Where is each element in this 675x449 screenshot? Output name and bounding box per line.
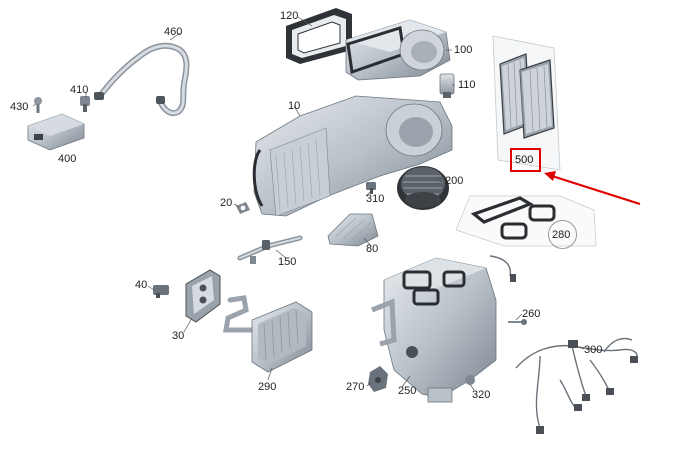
seal-30[interactable] [185, 269, 221, 323]
callout-ring-280 [548, 220, 577, 249]
flap-80[interactable] [327, 213, 379, 247]
callout-110[interactable]: 110 [458, 79, 476, 91]
wiring-harness-300[interactable] [489, 255, 638, 434]
heater-core-290[interactable] [223, 295, 313, 373]
cabin-filters-500[interactable] [492, 35, 561, 171]
callout-200[interactable]: 200 [445, 175, 464, 187]
sensor-310[interactable] [366, 182, 376, 194]
pipe-150[interactable] [237, 235, 303, 264]
callout-300[interactable]: 300 [584, 344, 603, 356]
connector-40[interactable] [153, 285, 169, 298]
highlight-box-500 [510, 148, 541, 172]
callout-430[interactable]: 430 [10, 101, 29, 113]
callout-250[interactable]: 250 [398, 385, 417, 397]
highlight-arrow [544, 171, 641, 206]
callout-280[interactable]: 280 [552, 229, 571, 241]
leader-lines [32, 16, 585, 391]
callout-10[interactable]: 10 [288, 100, 301, 112]
callout-30[interactable]: 30 [172, 330, 185, 342]
callout-100[interactable]: 100 [454, 44, 473, 56]
gasket-120[interactable] [286, 8, 352, 64]
callout-40[interactable]: 40 [135, 279, 148, 291]
callout-310[interactable]: 310 [366, 193, 385, 205]
actuator-110[interactable] [439, 73, 455, 98]
control-module-400[interactable] [27, 113, 85, 151]
actuator-270[interactable] [368, 366, 388, 392]
callout-410[interactable]: 410 [70, 84, 89, 96]
callout-500[interactable]: 500 [515, 154, 534, 166]
clip-20[interactable] [236, 202, 250, 214]
callout-80[interactable]: 80 [366, 243, 379, 255]
callout-320[interactable]: 320 [472, 389, 491, 401]
callout-260[interactable]: 260 [522, 308, 541, 320]
sensor-410[interactable] [80, 96, 90, 112]
callout-120[interactable]: 120 [280, 10, 299, 22]
blower-motor-200[interactable] [397, 166, 449, 210]
callout-400[interactable]: 400 [58, 153, 77, 165]
callout-290[interactable]: 290 [258, 381, 277, 393]
hvac-housing-10[interactable] [252, 95, 453, 217]
hose-460[interactable] [94, 42, 190, 116]
callout-460[interactable]: 460 [164, 26, 183, 38]
hvac-unit-250[interactable] [371, 257, 497, 403]
callout-20[interactable]: 20 [220, 197, 233, 209]
screw-260[interactable] [508, 319, 527, 325]
callout-150[interactable]: 150 [278, 256, 297, 268]
blower-housing-100[interactable] [345, 19, 451, 81]
callout-270[interactable]: 270 [346, 381, 365, 393]
screw-430[interactable] [34, 97, 42, 113]
